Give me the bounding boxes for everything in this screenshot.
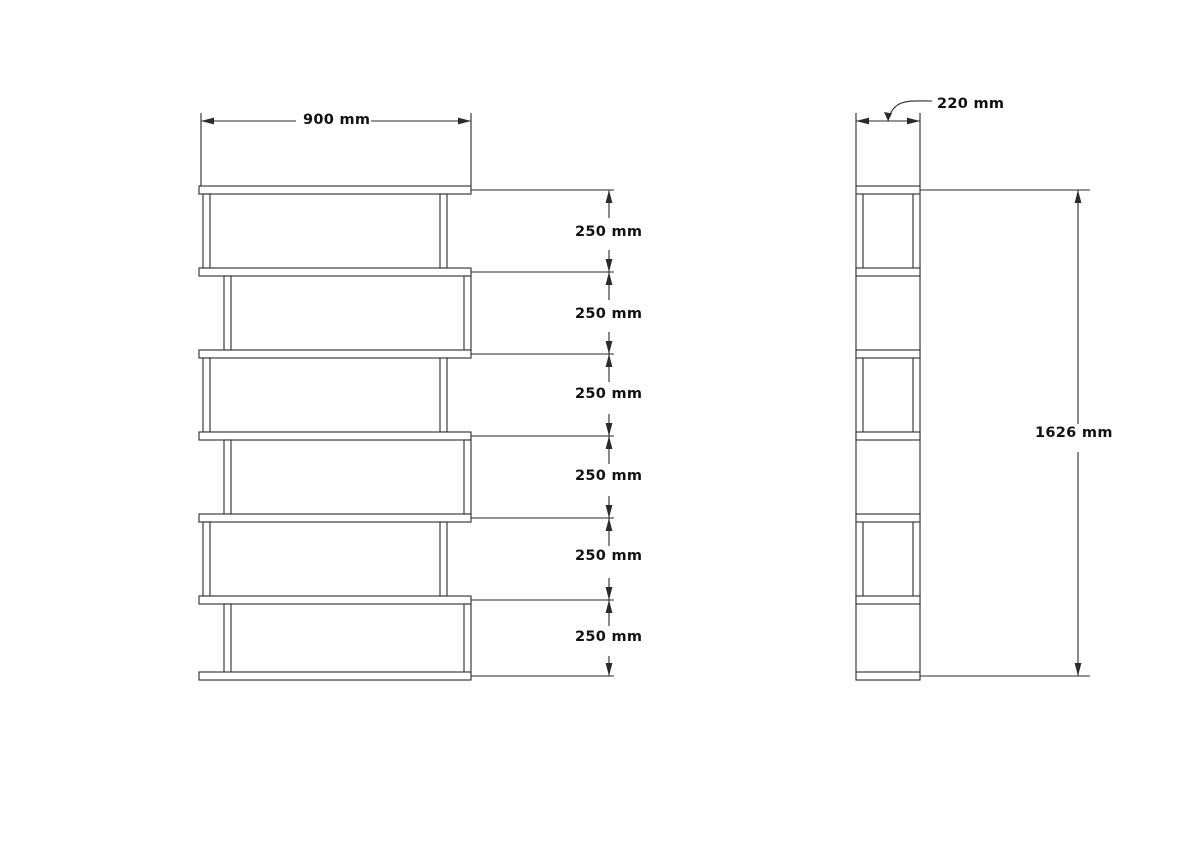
front-support-4-left-inset [223,439,232,515]
dimension-label-shelf-gap-2: 250 mm [575,306,643,322]
front-support-3-left [202,357,211,433]
front-shelf-board-bottom [198,671,472,681]
leader-curve [887,100,933,122]
arrowhead-right [458,117,471,125]
dimension-label-shelf-gap-5: 250 mm [575,548,643,564]
front-height-dimensions [471,189,614,677]
front-support-2-left-inset [223,275,232,351]
front-support-5-right [439,521,448,597]
side-support-edges-cell-3 [862,358,914,432]
arrowhead-left [856,117,869,125]
side-height-dimension [920,189,1090,677]
front-width-dimension [200,113,472,186]
dimension-label-shelf-gap-3: 250 mm [575,386,643,402]
dimension-label-depth-220: 220 mm [937,96,1005,112]
front-support-1-right [439,193,448,269]
side-shelf-board-6 [855,595,921,605]
side-shelf-board-4 [855,431,921,441]
side-support-edges-cell-1 [862,194,914,268]
side-shelf-board-3 [855,349,921,359]
arrowhead-right [907,117,920,125]
front-support-5-left [202,521,211,597]
front-support-6-right-edge [463,603,472,675]
dimension-label-height-1626: 1626 mm [1035,425,1113,441]
arrowhead-left [201,117,214,125]
front-support-4-right-edge [463,439,472,515]
front-support-2-right-edge [463,275,472,351]
front-shelf-board-6 [198,595,472,605]
front-elevation-geometry [198,185,472,681]
front-shelf-board-3 [198,349,472,359]
front-shelf-board-1 [198,185,472,195]
side-shelf-board-2 [855,267,921,277]
front-shelf-board-5 [198,513,472,523]
dimension-label-shelf-gap-1: 250 mm [575,224,643,240]
leader-tick [884,112,892,121]
front-shelf-board-4 [198,431,472,441]
front-support-1-left [202,193,211,269]
dimension-label-shelf-gap-6: 250 mm [575,629,643,645]
dimension-label-width-900: 900 mm [303,112,371,128]
front-shelf-board-2 [198,267,472,277]
front-support-6-left-inset [223,603,232,675]
dimension-label-shelf-gap-4: 250 mm [575,468,643,484]
arrowhead-top [1074,190,1082,203]
side-elevation-geometry [855,185,921,681]
side-shelf-board-5 [855,513,921,523]
side-depth-dimension [855,100,933,186]
side-support-edges-cell-5 [862,522,914,596]
front-support-3-right [439,357,448,433]
arrowhead-bottom [1074,663,1082,676]
